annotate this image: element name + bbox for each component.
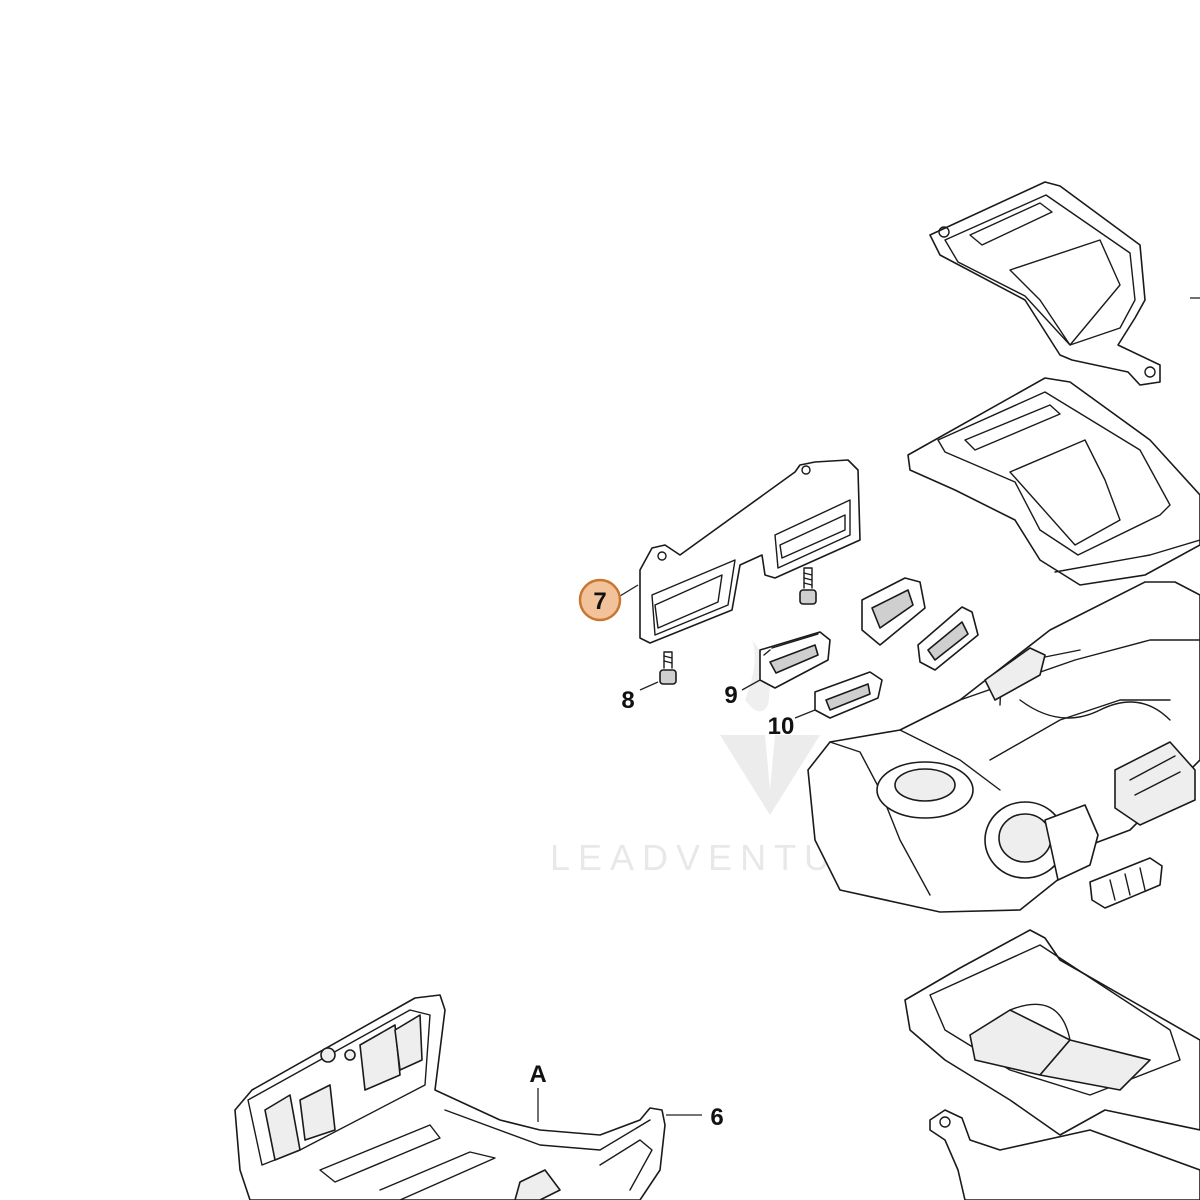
callout-9-label[interactable]: 9	[724, 682, 737, 709]
grommet-far-right	[1089, 857, 1163, 909]
grommet-right	[917, 606, 979, 671]
part-8-screw-lower	[659, 651, 677, 685]
top-cover-plate	[929, 181, 1200, 386]
part-9-grommet	[759, 631, 831, 689]
middle-cover	[907, 377, 1200, 586]
callout-7-highlight	[578, 578, 622, 622]
lower-right-cover	[904, 929, 1200, 1136]
leader-7	[619, 584, 639, 597]
leader-8	[639, 681, 659, 691]
callout-7-label: 7	[593, 588, 606, 615]
part-7-bracket	[639, 459, 861, 644]
part-10-grommet	[814, 671, 883, 719]
fuel-tank-housing	[807, 581, 1200, 913]
part-8-screw-upper	[799, 567, 817, 605]
leader-lines	[537, 584, 816, 1122]
callout-8-label[interactable]: 8	[621, 687, 634, 714]
callout-6-label[interactable]: 6	[710, 1104, 723, 1131]
callout-10-label[interactable]: 10	[768, 713, 795, 740]
lower-bracket-fragment	[929, 1109, 1200, 1200]
view-a-label: A	[529, 1061, 546, 1088]
grommet-upper	[861, 577, 926, 646]
part-6-bottom-shroud	[234, 994, 666, 1200]
leader-9	[741, 679, 761, 691]
leader-10	[794, 709, 816, 719]
callout-7[interactable]: 7	[578, 578, 622, 622]
